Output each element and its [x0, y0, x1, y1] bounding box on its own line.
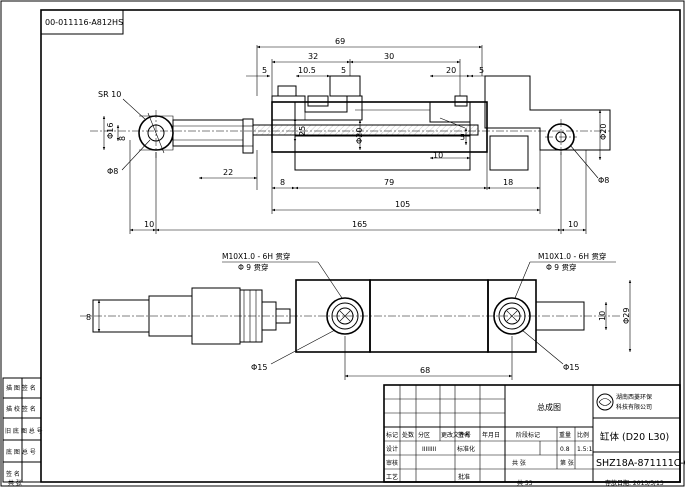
- tb-header-3: 更改文件号: [441, 431, 471, 439]
- tb-stage-label: 阶段标记: [516, 431, 540, 439]
- tb-row-label-2: 设计: [386, 445, 398, 453]
- plan-barrel: [369, 279, 489, 353]
- tb-designer-date: 标准化: [457, 445, 475, 453]
- note-hole-left-1: M10X1.0 - 6H 贯穿: [222, 251, 290, 261]
- tb-weight-label: 重量: [559, 431, 571, 439]
- dim-10-plan: 10: [598, 311, 607, 321]
- tb-row-label-3: 审核: [386, 459, 398, 467]
- piston: [429, 101, 471, 123]
- dim-8-left: 8: [118, 136, 127, 141]
- dim-10-right: 10: [568, 220, 578, 229]
- footer-mid: 共 53: [517, 479, 533, 487]
- side-stamp-4: 底 图 总 号: [6, 448, 36, 456]
- top-dimensions: 69 32 30 5 10.5 20 5 5: [246, 37, 496, 96]
- drawing-code-box: 00-011116-A812HS: [40, 9, 124, 35]
- rear-head: [484, 75, 611, 151]
- dim-dia16: Φ16: [106, 123, 115, 139]
- side-stamp-1: 描 图 签 名: [6, 384, 36, 392]
- dim-18: 18: [503, 178, 513, 187]
- dim-25: 25: [298, 126, 307, 136]
- dim-5-right: 5: [479, 66, 484, 75]
- dim-5-top: 5: [341, 66, 346, 75]
- side-stamp-2: 描 校 签 名: [6, 405, 36, 413]
- dim-dia29: Φ29: [622, 308, 631, 324]
- dim-79: 79: [384, 178, 394, 187]
- dim-8-plan: 8: [86, 313, 91, 322]
- dim-sr10: SR 10: [98, 90, 121, 99]
- dim-10-left: 10: [144, 220, 154, 229]
- dim-10-5: 10.5: [298, 66, 316, 75]
- dim-69: 69: [335, 37, 345, 46]
- dim-8-mid: 8: [280, 178, 285, 187]
- front-head: [271, 95, 363, 121]
- dim-dia15-left: Φ15: [251, 363, 267, 372]
- company-logo-icon: [596, 393, 614, 411]
- dim-32: 32: [308, 52, 318, 61]
- footer: 共 张 共 53 存放日期: 2013/5/13: [8, 479, 664, 487]
- dim-20: 20: [446, 66, 456, 75]
- dim-5-inner: 5: [460, 133, 465, 142]
- left-annotations: SR 10 Φ16 8 Φ8: [98, 90, 151, 176]
- dim-5-left: 5: [262, 66, 267, 75]
- dim-dia8-right: Φ8: [598, 176, 609, 185]
- port-left: [326, 297, 364, 335]
- tb-row-label-4: 工艺: [386, 473, 398, 481]
- tb-company-1: 湖南西菱环保: [616, 393, 652, 401]
- tb-weight-value: 0.8: [560, 446, 570, 453]
- tb-header-2: 分区: [418, 431, 430, 439]
- dim-165: 165: [352, 220, 367, 229]
- note-hole-left-2: Φ 9 贯穿: [238, 262, 268, 272]
- inner-dimensions: 25 Φ20 10 5 Φ20 Φ8: [293, 110, 609, 185]
- side-stamp-3: 旧 底 图 总 号: [5, 427, 43, 435]
- section-view: 69 32 30 5 10.5 20 5 5 SR 10 Φ16 8: [90, 37, 611, 234]
- title-block: 总成图 湖南西菱环保 科技有限公司 缸体 (D20 L30) SHZ18A-87…: [383, 384, 685, 483]
- note-hole-right-1: M10X1.0 - 6H 贯穿: [538, 251, 606, 261]
- dim-22: 22: [223, 168, 233, 177]
- tb-scale-value: 1.5:1: [577, 446, 593, 453]
- footer-left: 共 张: [8, 479, 22, 487]
- drawing-code-text: 00-011116-A812HS: [45, 18, 123, 27]
- tb-part-name: 缸体 (D20 L30): [600, 431, 669, 443]
- tb-row-label-1: 标记: [386, 431, 398, 439]
- tb-approval: 批准: [458, 473, 470, 481]
- plan-view: M10X1.0 - 6H 贯穿 Φ 9 贯穿 M10X1.0 - 6H 贯穿 Φ…: [80, 251, 632, 380]
- dim-105: 105: [395, 200, 410, 209]
- tb-part-no: SHZ18A-871111C-00: [596, 458, 685, 469]
- tb-designer-signature: IIIIIIII: [422, 446, 436, 453]
- tb-scale-label: 比例: [577, 431, 589, 439]
- tb-material: 总成图: [537, 402, 561, 412]
- port-right: [493, 297, 531, 335]
- tb-sheet-count: 共 张: [512, 459, 526, 467]
- dim-dia20-bore: Φ20: [355, 128, 364, 144]
- tb-header-5: 年月日: [482, 431, 500, 439]
- note-hole-right-2: Φ 9 贯穿: [546, 262, 576, 272]
- dim-68: 68: [420, 366, 430, 375]
- dim-dia8-left: Φ8: [107, 167, 118, 176]
- side-stamp-column: 描 图 签 名 描 校 签 名 旧 底 图 总 号 底 图 总 号 签 名: [2, 377, 43, 483]
- tb-header-4: 签名: [458, 431, 470, 439]
- dim-dia15-right: Φ15: [563, 363, 579, 372]
- bottom-dimensions: 22 8 79 18 105 10 165 10: [129, 140, 587, 234]
- dim-dia20-right: Φ20: [599, 124, 608, 140]
- footer-right: 存放日期: 2013/5/13: [605, 479, 664, 487]
- dim-30: 30: [384, 52, 394, 61]
- tb-sheet-no: 第 张: [560, 459, 574, 467]
- dim-10-inner: 10: [433, 151, 443, 160]
- tb-company-2: 科技有限公司: [616, 403, 652, 411]
- tb-header-1: 处数: [402, 431, 414, 439]
- side-stamp-bottom: 签 名: [6, 470, 20, 478]
